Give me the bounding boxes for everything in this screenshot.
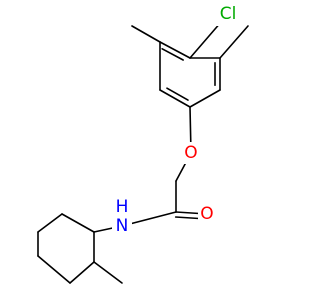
bond-c1-c2: [159, 41, 191, 59]
carbonyl-oxygen-label: O: [200, 204, 213, 224]
ether-oxygen-atom: O: [182, 142, 200, 164]
bond-c6-me2: [219, 25, 249, 59]
bond-c2-me1: [131, 25, 161, 43]
bond-cy2-cy3: [37, 213, 63, 233]
bond-cy4-cy5: [37, 255, 71, 284]
amide-nitrogen-atom: H N: [112, 197, 132, 238]
bond-cy1-cy2: [61, 213, 95, 233]
chlorine-label: Cl: [220, 4, 237, 24]
bond-c3-c4: [159, 89, 191, 108]
chlorine-atom: Cl: [214, 2, 240, 26]
bond-cy6-me3: [93, 261, 123, 284]
molecule-structure: Cl O O H N: [37, 2, 249, 284]
bond-c4-c5: [189, 89, 221, 108]
amide-hydrogen-label: H: [116, 197, 129, 217]
double-bond-c1-c2: [161, 48, 184, 61]
bond-cy5-cy6: [69, 261, 95, 284]
bond-layer: [37, 13, 249, 284]
carbonyl-oxygen-atom: O: [198, 203, 216, 225]
ether-oxygen-label: O: [184, 143, 197, 163]
double-bond-c3-c4: [166, 87, 189, 101]
amide-nitrogen-label: N: [116, 216, 129, 236]
